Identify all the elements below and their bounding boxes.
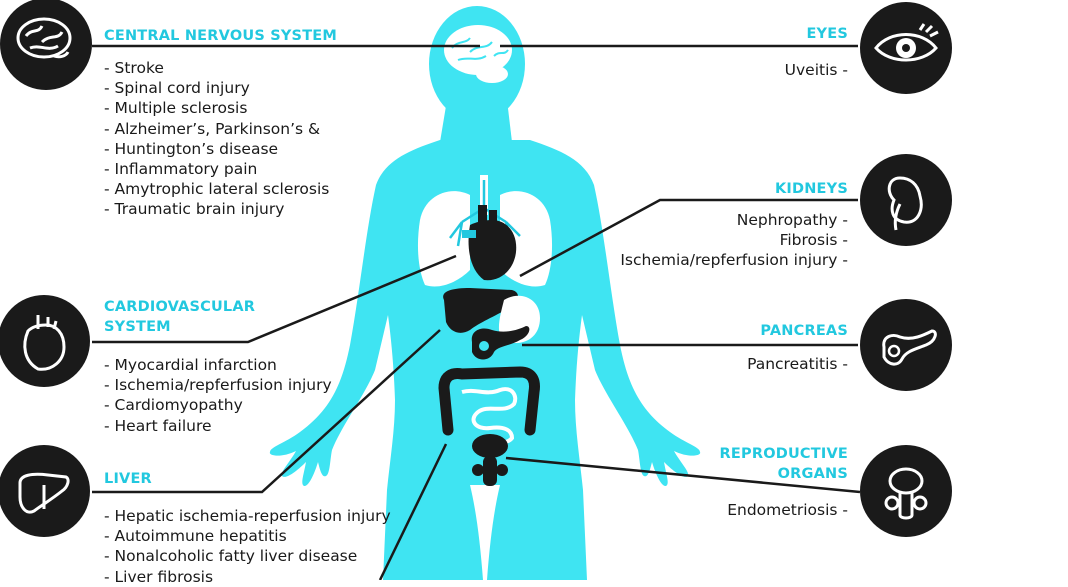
liver-heading: LIVER xyxy=(104,469,152,489)
liver xyxy=(443,288,518,333)
list-item: - Spinal cord injury xyxy=(104,79,250,98)
kidney-icon xyxy=(887,176,923,231)
connector-lines xyxy=(92,44,861,580)
eyes-icon-circle xyxy=(860,2,952,94)
repro-list: Endometriosis - xyxy=(727,500,848,520)
kidneys-icon-circle xyxy=(860,154,952,246)
list-item: Fibrosis - xyxy=(779,231,848,250)
list-item: - Cardiomyopathy xyxy=(104,396,243,415)
list-item: - Traumatic brain injury xyxy=(104,200,285,219)
brain xyxy=(444,25,512,83)
list-item: - Heart failure xyxy=(104,416,212,435)
cns-heading-line: CENTRAL NERVOUS SYSTEM xyxy=(104,28,338,44)
cardio-heading: CARDIOVASCULAR SYSTEM xyxy=(104,297,255,337)
stomach xyxy=(498,295,540,344)
connector-cardio xyxy=(92,254,457,344)
list-item: Ischemia/repferfusion injury - xyxy=(620,251,848,270)
pancreas-heading-line: PANCREAS xyxy=(760,323,848,339)
list-item: - Nonalcoholic fatty liver disease xyxy=(104,547,358,566)
list-item: - Ischemia/repferfusion injury xyxy=(104,376,332,395)
list-item: - Liver fibrosis xyxy=(104,567,214,586)
heart xyxy=(462,205,517,281)
list-item: - Inflammatory pain xyxy=(104,160,258,179)
list-item: - Myocardial infarction xyxy=(104,356,277,374)
list-item: Endometriosis - xyxy=(727,501,848,519)
list-item: - Autoimmune hepatitis xyxy=(104,527,287,546)
list-item: Nephropathy - xyxy=(736,211,848,229)
cns-heading: CENTRAL NERVOUS SYSTEM xyxy=(104,26,337,46)
cardio-heading-line: SYSTEM xyxy=(104,319,171,335)
cns-list: - Stroke - Spinal cord injury - Multiple… xyxy=(104,58,329,220)
repro-icon-circle xyxy=(860,445,952,537)
pancreas xyxy=(471,326,530,360)
heart-icon xyxy=(23,315,66,371)
eyes-list: Uveitis - xyxy=(785,60,848,80)
liver-icon xyxy=(18,472,70,514)
repro-heading: REPRODUCTIVE ORGANS xyxy=(720,444,848,484)
cardio-icon-circle xyxy=(0,295,90,387)
liver-list: - Hepatic ischemia-reperfusion injury - … xyxy=(104,506,391,587)
eye-icon xyxy=(874,23,939,62)
list-item: - Huntington’s disease xyxy=(104,139,279,158)
kidneys-heading: KIDNEYS xyxy=(775,179,848,199)
list-item: - Multiple sclerosis xyxy=(104,99,248,118)
reproductive-organs xyxy=(472,434,508,486)
liver-icon-circle xyxy=(0,445,90,537)
small-intestine xyxy=(461,387,518,446)
cardio-heading-line: CARDIOVASCULAR xyxy=(104,299,256,315)
list-item: - Hepatic ischemia-reperfusion injury xyxy=(104,507,391,525)
intestines xyxy=(438,366,540,436)
liver-heading-line: LIVER xyxy=(104,471,152,487)
list-item: - Amytrophic lateral sclerosis xyxy=(104,180,330,199)
kidneys-heading-line: KIDNEYS xyxy=(774,181,848,197)
connector-liver xyxy=(92,329,441,494)
kidneys-list: Nephropathy - Fibrosis - Ischemia/repfer… xyxy=(620,210,848,271)
list-item: - Alzheimer’s, Parkinson’s & xyxy=(104,119,321,138)
cardio-list: - Myocardial infarction - Ischemia/repfe… xyxy=(104,355,332,436)
connector-repro xyxy=(505,456,861,494)
repro-heading-line: ORGANS xyxy=(777,466,848,482)
list-item: - Stroke xyxy=(104,59,164,77)
repro-heading-line: REPRODUCTIVE xyxy=(719,446,848,462)
eyes-heading-line: EYES xyxy=(806,26,848,42)
eyes-heading: EYES xyxy=(806,24,848,44)
connector-intestine xyxy=(378,443,448,580)
pancreas-icon-circle xyxy=(860,299,952,391)
cns-icon-circle xyxy=(0,0,92,90)
reproductive-organs-icon xyxy=(884,467,928,520)
pancreas-icon xyxy=(882,329,937,366)
list-item: Uveitis - xyxy=(784,61,848,79)
pancreas-list: Pancreatitis - xyxy=(747,354,848,374)
connector-kidneys xyxy=(519,198,858,278)
list-item: Pancreatitis - xyxy=(747,355,848,373)
pancreas-heading: PANCREAS xyxy=(760,321,848,341)
brain-icon xyxy=(16,17,72,59)
